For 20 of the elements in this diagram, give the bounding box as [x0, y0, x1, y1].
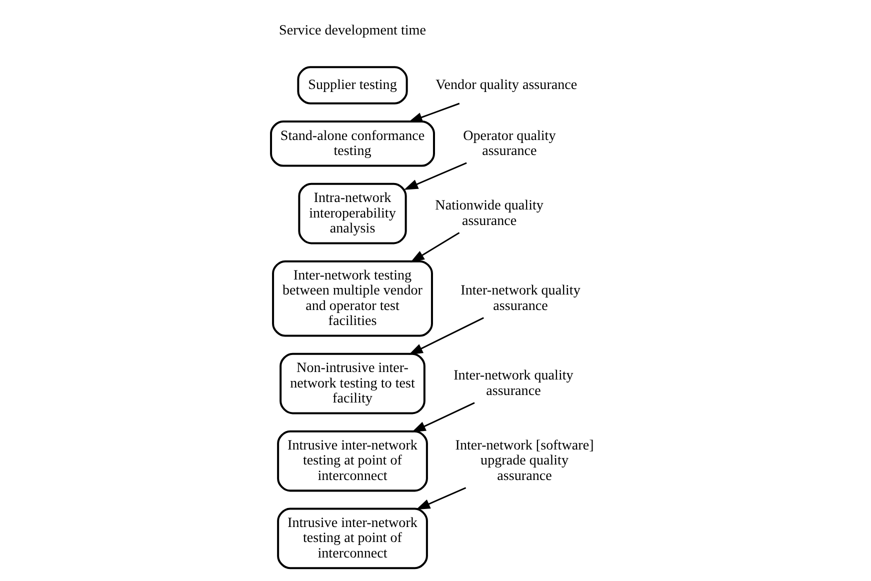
node-box: Supplier testing — [297, 66, 408, 104]
label: Service development time — [279, 22, 426, 39]
arrow — [416, 487, 466, 510]
node-text: Inter-network [software] upgrade quality assurance — [455, 438, 594, 484]
node-text: Vendor quality assurance — [436, 77, 578, 94]
node-box: Intra-network interoperability analysis — [298, 182, 407, 244]
node-text: Operator quality assurance — [463, 128, 556, 159]
arrow — [404, 162, 467, 190]
arrow — [412, 402, 475, 432]
node-box: Stand-alone conformance testing — [270, 120, 435, 167]
node-text: Inter-network quality assurance — [460, 282, 580, 314]
node-box: Intrusive inter-network testing at point of interconnect — [277, 508, 428, 570]
arrow — [408, 102, 460, 122]
node-box: Inter-network testing between multiple vendor and operator test facilities — [272, 260, 433, 337]
arrow — [410, 232, 460, 262]
arrow — [408, 317, 484, 355]
node-box: Intrusive inter-network testing at point of interconnect — [277, 430, 428, 492]
node-text: Nationwide quality assurance — [435, 198, 544, 229]
node-text: Inter-network quality assurance — [454, 368, 574, 399]
node-box: Non-intrusive inter-network testing to test facility — [280, 352, 426, 414]
